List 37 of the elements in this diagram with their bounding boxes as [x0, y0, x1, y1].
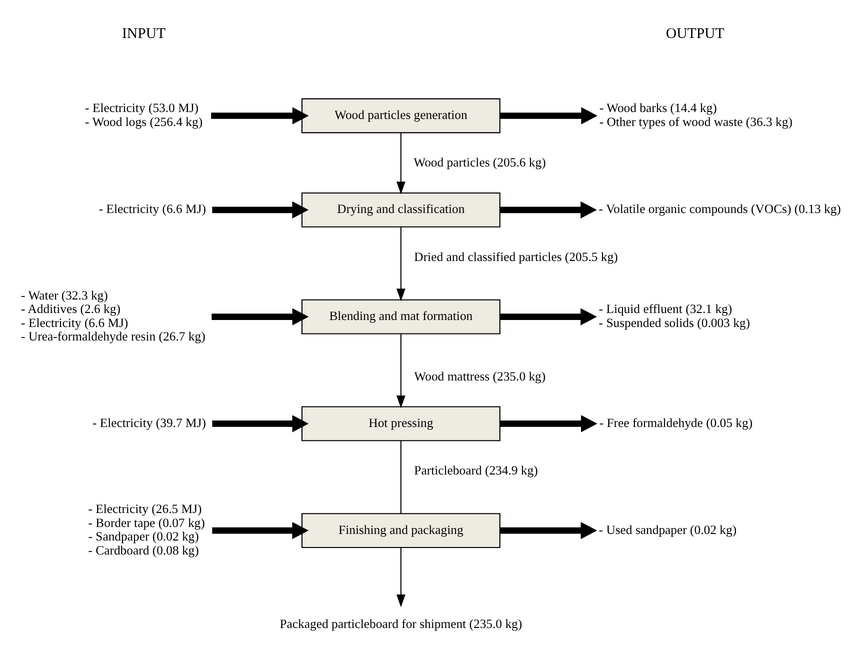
label: OUTPUT: [666, 26, 724, 42]
node-text: - Electricity (26.5 MJ) - Border tape (0.07 kg) - Sandpaper (0.02 kg) - Cardboard (0.08 kg): [88, 502, 205, 558]
arrow: [212, 201, 309, 219]
node-box: Finishing and packaging: [301, 513, 500, 548]
arrow: [500, 415, 598, 432]
edge-label: Dried and classified particles (205.5 kg): [414, 250, 618, 264]
edge-label: Wood particles (205.6 kg): [414, 156, 546, 170]
node-text: - Liquid effluent (32.1 kg) - Suspended solids (0.003 kg): [598, 302, 750, 330]
edge-label: Wood mattress (235.0 kg): [414, 369, 546, 384]
arrow: [396, 548, 406, 608]
arrow: [212, 308, 309, 326]
arrow: [396, 132, 406, 194]
label: INPUT: [122, 26, 166, 42]
connector: [400, 440, 402, 514]
arrow: [500, 107, 598, 124]
arrow: [212, 415, 309, 432]
node-box: Hot pressing: [301, 406, 500, 442]
edge-label: Particleboard (234.9 kg): [414, 464, 538, 478]
node-box: Wood particles generation: [301, 98, 500, 134]
node-text: Packaged particleboard for shipment (235.0 kg): [280, 617, 522, 631]
arrow: [212, 522, 309, 540]
node-text: - Used sandpaper (0.02 kg): [598, 522, 737, 537]
arrow: [500, 201, 597, 219]
node-text: - Electricity (53.0 MJ) - Wood logs (256.4 kg): [85, 101, 203, 129]
arrow: [500, 522, 598, 540]
arrow: [396, 226, 406, 302]
arrow: [211, 107, 309, 124]
node-text: - Electricity (39.7 MJ): [92, 416, 206, 430]
node-text: - Water (32.3 kg) - Additives (2.6 kg) - Electricity (6.6 MJ) - Urea-formaldehyde resin (26.7 kg): [21, 288, 206, 344]
node-text: - Wood barks (14.4 kg) - Other types of wood waste (36.3 kg): [599, 101, 792, 129]
node-box: Blending and mat formation: [301, 299, 500, 334]
arrow: [396, 334, 406, 408]
arrow: [500, 308, 597, 326]
node-text: - Volatile organic compounds (VOCs) (0.13 kg): [598, 202, 841, 216]
node-text: - Free formaldehyde (0.05 kg): [599, 416, 753, 430]
node-box: Drying and classification: [301, 192, 500, 228]
node-text: - Electricity (6.6 MJ): [98, 202, 206, 216]
